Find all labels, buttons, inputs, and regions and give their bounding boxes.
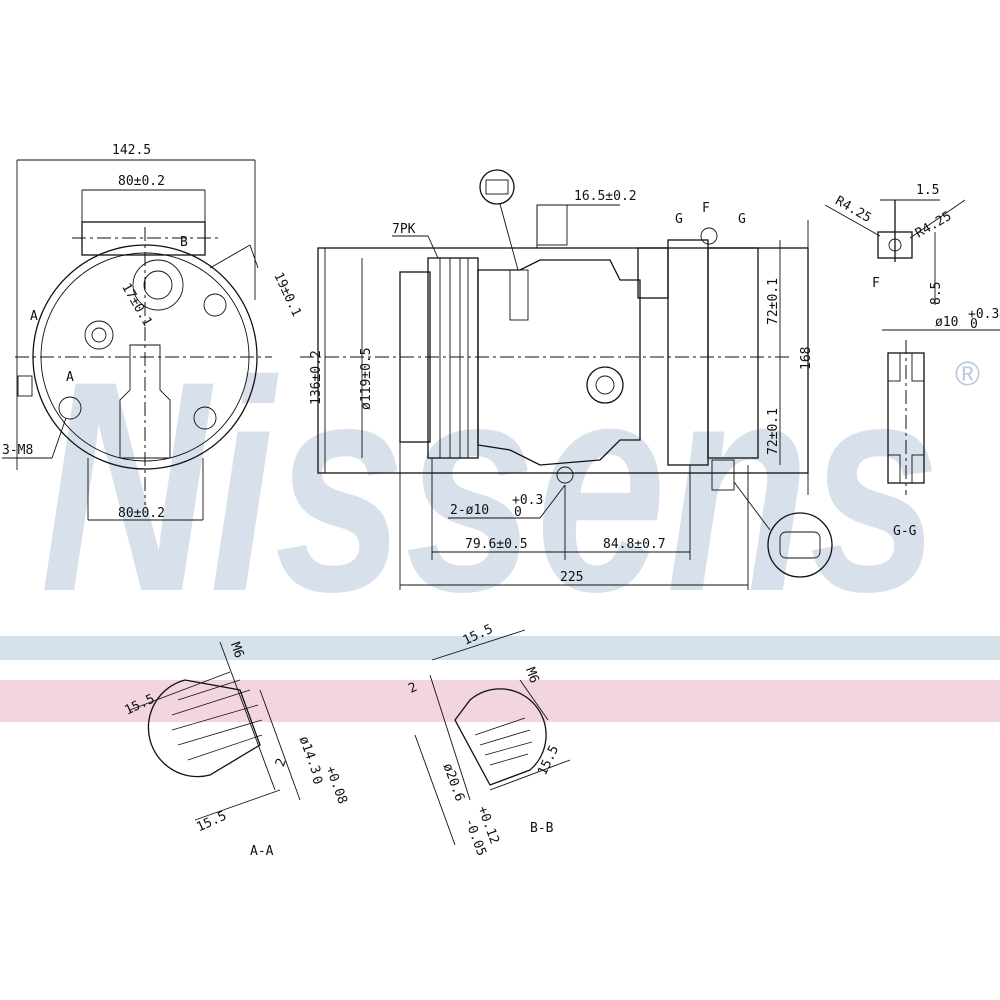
aa-bore-tol-lower: 0 [308, 774, 325, 786]
gg-bore: ø10 [935, 315, 958, 330]
bb-thread: M6 [522, 666, 541, 686]
label-g-2: G [738, 212, 746, 227]
dim-lower-half: 72±0.1 [766, 408, 781, 455]
blue-stripe [0, 636, 1000, 660]
aa-label: A-A [250, 844, 274, 859]
dim-upper-half: 72±0.1 [766, 278, 781, 325]
label-g-1: G [675, 212, 683, 227]
dim-total-height: 168 [799, 347, 814, 370]
dim-holes-tol-lower: 0 [514, 505, 522, 520]
label-a-2: A [66, 370, 74, 385]
dim-pulley-height: 136±0.2 [309, 350, 324, 405]
dim-holes: 2-ø10 [450, 503, 489, 518]
dim-holes-tol-upper: +0.3 [512, 493, 543, 508]
dim-total-length: 225 [560, 570, 583, 585]
aa-dim-bottom: 15.5 [194, 809, 229, 836]
brand-watermark: Nissens [40, 318, 940, 654]
bb-bore: ø20.6 [440, 762, 467, 804]
dim-b: 84.8±0.7 [603, 537, 666, 552]
label-belt: 7PK [392, 222, 416, 237]
label-f: F [702, 201, 710, 216]
section-aa: 15.5 15.5 M6 2 ø14.3 +0.08 0 A-A [122, 640, 349, 859]
gg-bore-tol-lower: 0 [970, 317, 978, 332]
aa-thread: M6 [227, 640, 246, 660]
bb-dim-right: 15.5 [535, 743, 562, 778]
dim-width-overall: 142.5 [112, 143, 151, 158]
section-gg: ø10 +0.3 0 G-G [882, 307, 1000, 539]
dim-bottom-bracket: 80±0.2 [118, 506, 165, 521]
label-b: B [180, 235, 188, 250]
label-a-1: A [30, 309, 38, 324]
dim-angle-19: 19±0.1 [270, 270, 303, 319]
detail-f-radius-right: R4.25 [913, 209, 954, 242]
side-view: 16.5±0.2 7PK 136±0.2 ø119±0.5 72±0.1 72±… [300, 169, 833, 590]
gg-label: G-G [893, 524, 917, 539]
detail-f: 1.5 R4.25 R4.25 F 8.5 [824, 183, 966, 305]
pink-stripe [0, 680, 1000, 722]
detail-f-width: 1.5 [916, 183, 939, 198]
dim-top-bracket: 80±0.2 [118, 174, 165, 189]
detail-f-height: 8.5 [929, 282, 944, 305]
dim-top-offset: 16.5±0.2 [574, 189, 637, 204]
gg-bore-tol-upper: +0.3 [968, 307, 999, 322]
dim-a: 79.6±0.5 [465, 537, 528, 552]
aa-bore-tol-upper: +0.08 [322, 764, 349, 806]
dim-pulley-dia: ø119±0.5 [359, 347, 374, 410]
detail-f-label: F [872, 276, 880, 291]
dim-mount-holes: 3-M8 [2, 443, 33, 458]
aa-bore: ø14.3 [296, 734, 323, 776]
bb-label: B-B [530, 821, 554, 836]
registered-mark: ® [955, 355, 980, 393]
aa-depth: 2 [273, 756, 290, 768]
